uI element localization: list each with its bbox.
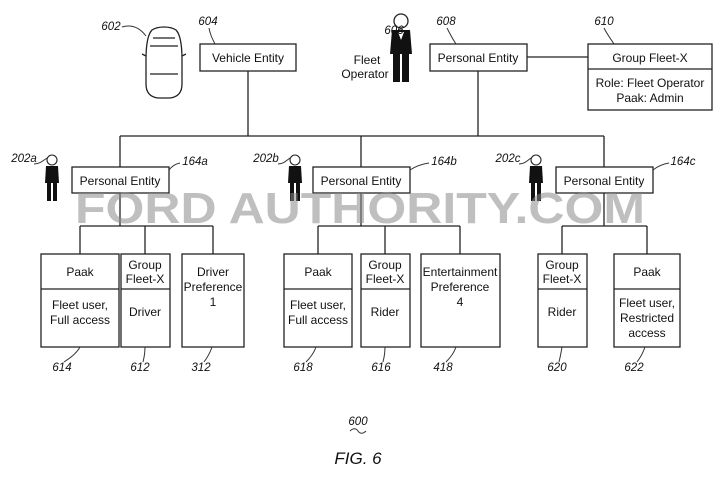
leaf-618-body-2: Full access bbox=[288, 313, 348, 327]
user-c-entity-ref: 164c bbox=[671, 156, 696, 168]
group-fleet-admin-ref: 610 bbox=[594, 16, 614, 28]
leaf-paak-full-access-box bbox=[40, 253, 120, 348]
leaf-paak-restricted-box bbox=[613, 253, 681, 348]
car-ref: 602 bbox=[101, 21, 121, 33]
leaf-622-title: Paak bbox=[633, 265, 661, 279]
leaf-622-body-2: Restricted bbox=[620, 311, 674, 325]
user-c-entity-label: Personal Entity bbox=[564, 174, 645, 188]
user-a-entity-label: Personal Entity bbox=[80, 174, 161, 188]
fleet-operator-label-2: Operator bbox=[341, 67, 388, 81]
user-b-entity-label: Personal Entity bbox=[321, 174, 402, 188]
leaf-paak-full-access-b-box bbox=[283, 253, 353, 348]
leaf-312-title-1: Driver bbox=[197, 265, 229, 279]
vehicle-entity-ref: 604 bbox=[198, 16, 217, 28]
leaf-driver-preference-box bbox=[181, 253, 245, 348]
leaf-group-rider-box bbox=[360, 253, 411, 348]
leaf-418-ref: 418 bbox=[433, 362, 453, 374]
user-b-ref: 202b bbox=[252, 153, 279, 165]
fleet-operator-entity-label: Personal Entity bbox=[438, 51, 519, 65]
leaf-612-ref: 612 bbox=[130, 362, 150, 374]
fleet-operator-label-1: Fleet bbox=[354, 53, 381, 67]
group-fleet-admin-paak: Paak: Admin bbox=[616, 91, 683, 105]
leaf-618-body-1: Fleet user, bbox=[290, 298, 346, 312]
leaf-614-body-1: Fleet user, bbox=[52, 298, 108, 312]
leaf-418-title-1: Entertainment bbox=[423, 265, 498, 279]
leaf-312-title-2: Preference bbox=[184, 280, 243, 294]
user-b-person-icon bbox=[288, 154, 302, 201]
leaf-616-ref: 616 bbox=[371, 362, 391, 374]
leaf-418-title-2: Preference bbox=[431, 280, 490, 294]
leaf-entertainment-preference-box bbox=[420, 253, 501, 348]
leaf-622-body-1: Fleet user, bbox=[619, 296, 675, 310]
leaf-620-body-1: Rider bbox=[548, 305, 577, 319]
leaf-612-body-1: Driver bbox=[129, 305, 161, 319]
vehicle-entity-label: Vehicle Entity bbox=[212, 51, 284, 65]
leaf-418-title-3: 4 bbox=[457, 295, 464, 309]
leaf-616-body-1: Rider bbox=[371, 305, 400, 319]
user-b-entity-box bbox=[312, 166, 411, 194]
leaf-620-title-2: Fleet-X bbox=[543, 272, 582, 286]
leaf-group-rider-c-box bbox=[537, 253, 588, 348]
user-b-entity-ref: 164b bbox=[431, 156, 457, 168]
leaf-622-ref: 622 bbox=[624, 362, 644, 374]
car-icon bbox=[141, 26, 187, 99]
leaf-group-driver-box bbox=[120, 253, 171, 348]
group-fleet-admin-box bbox=[587, 43, 713, 111]
user-a-entity-box bbox=[71, 166, 170, 194]
leaf-612-title-1: Group bbox=[128, 258, 162, 272]
leaf-312-title-3: 1 bbox=[210, 295, 217, 309]
group-fleet-admin-role: Role: Fleet Operator bbox=[596, 76, 705, 90]
leaf-614-ref: 614 bbox=[52, 362, 71, 374]
vehicle-entity-box bbox=[199, 43, 297, 72]
leaf-616-title-1: Group bbox=[368, 258, 402, 272]
leaf-616-title-2: Fleet-X bbox=[366, 272, 405, 286]
figure-caption: FIG. 6 bbox=[334, 449, 382, 468]
leaf-614-body-2: Full access bbox=[50, 313, 110, 327]
fleet-operator-entity-ref: 608 bbox=[436, 16, 456, 28]
fleet-operator-person-icon bbox=[390, 13, 412, 82]
user-c-ref: 202c bbox=[495, 153, 521, 165]
leaf-620-ref: 620 bbox=[547, 362, 567, 374]
leaf-620-title-1: Group bbox=[545, 258, 579, 272]
leaf-618-ref: 618 bbox=[293, 362, 313, 374]
leaf-312-ref: 312 bbox=[191, 362, 211, 374]
user-a-entity-ref: 164a bbox=[182, 156, 208, 168]
leaf-622-body-3: access bbox=[628, 326, 665, 340]
user-c-person-icon bbox=[529, 154, 543, 201]
user-a-person-icon bbox=[45, 154, 59, 201]
leaf-618-title: Paak bbox=[304, 265, 332, 279]
fleet-operator-ref: 606 bbox=[384, 25, 404, 37]
group-fleet-admin-title: Group Fleet-X bbox=[612, 51, 687, 65]
leaf-614-title: Paak bbox=[66, 265, 94, 279]
leaf-612-title-2: Fleet-X bbox=[126, 272, 165, 286]
user-a-ref: 202a bbox=[10, 153, 37, 165]
fleet-operator-entity-box bbox=[429, 43, 528, 72]
user-c-entity-box bbox=[555, 166, 654, 194]
watermark-logo: FORD AUTHORITY.COM bbox=[75, 184, 645, 233]
figure-ref: 600 bbox=[348, 416, 368, 428]
